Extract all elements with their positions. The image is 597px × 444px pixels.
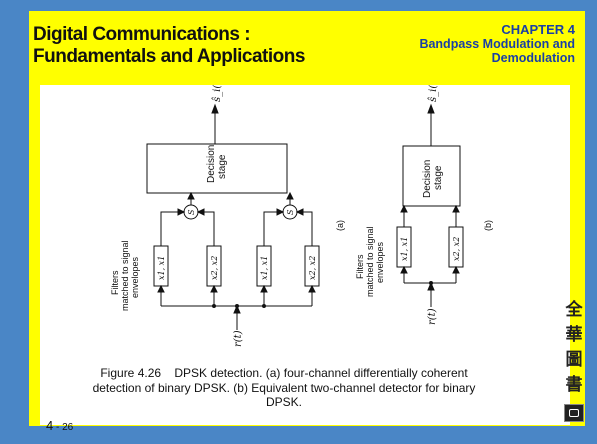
- decision-label-b-2: stage: [433, 165, 444, 190]
- caption-line-1: Figure 4.26 DPSK detection. (a) four-cha…: [100, 366, 468, 380]
- decision-label-a-1: Decision: [206, 145, 217, 183]
- title-line-1: Digital Communications :: [33, 24, 251, 45]
- filter-label-b-2: x2, x2: [452, 237, 461, 261]
- side-label-a-2: matched to signal: [120, 240, 130, 311]
- chapter-label: CHAPTER 4: [501, 22, 575, 37]
- logo-char-2: 華: [565, 325, 583, 345]
- side-label-b-3: envelopes: [375, 241, 385, 283]
- filter-label-a-2: x2, x2: [210, 256, 219, 280]
- side-label-a-3: envelopes: [130, 256, 140, 298]
- decision-label-a-2: stage: [217, 154, 228, 179]
- decision-label-b-1: Decision: [422, 160, 433, 198]
- input-label-b: r(t): [427, 308, 438, 325]
- chapter-title-line-2: Demodulation: [491, 51, 575, 65]
- sum-symbol-a-2: S: [286, 209, 295, 215]
- panel-label-b: (b): [483, 220, 493, 231]
- page-number-suffix: - 26: [53, 422, 74, 433]
- slide-title: Digital Communications : Fundamentals an…: [33, 24, 305, 68]
- side-label-a-1: Filters: [110, 270, 120, 295]
- publisher-chip-icon: [564, 404, 584, 422]
- panel-label-a: (a): [335, 220, 345, 231]
- filter-label-a-1: x1, x1: [157, 256, 166, 280]
- side-label-b-2: matched to signal: [365, 226, 375, 297]
- title-line-2: Fundamentals and Applications: [33, 46, 305, 67]
- publisher-logo: 全 華 圖 書: [563, 298, 585, 422]
- logo-char-1: 全: [565, 300, 583, 320]
- page-number: 4 - 26: [46, 418, 73, 433]
- filter-label-b-1: x1, x1: [400, 237, 409, 261]
- dpsk-detector-diagram: ŝ_i(t) Decision stage S S x1, x1 x2, x2 …: [110, 85, 493, 347]
- output-label-b: ŝ_i(t): [428, 85, 439, 102]
- page-number-main: 4: [46, 418, 54, 433]
- chapter-heading: CHAPTER 4 Bandpass Modulation and Demodu…: [419, 22, 575, 66]
- filter-label-a-4: x2, x2: [308, 256, 317, 280]
- logo-char-4: 書: [565, 375, 583, 395]
- chapter-title-line-1: Bandpass Modulation and: [419, 37, 575, 51]
- input-label-a: r(t): [233, 330, 244, 347]
- side-label-b-1: Filters: [355, 254, 365, 279]
- caption-line-2: detection of binary DPSK. (b) Equivalent…: [92, 380, 476, 395]
- caption-line-3: DPSK.: [265, 395, 302, 409]
- sum-symbol-a-1: S: [187, 209, 196, 215]
- figure-caption: Figure 4.26 DPSK detection. (a) four-cha…: [60, 366, 508, 410]
- filter-label-a-3: x1, x1: [260, 256, 269, 280]
- logo-char-3: 圖: [565, 350, 583, 370]
- output-label-a: ŝ_i(t): [212, 85, 223, 102]
